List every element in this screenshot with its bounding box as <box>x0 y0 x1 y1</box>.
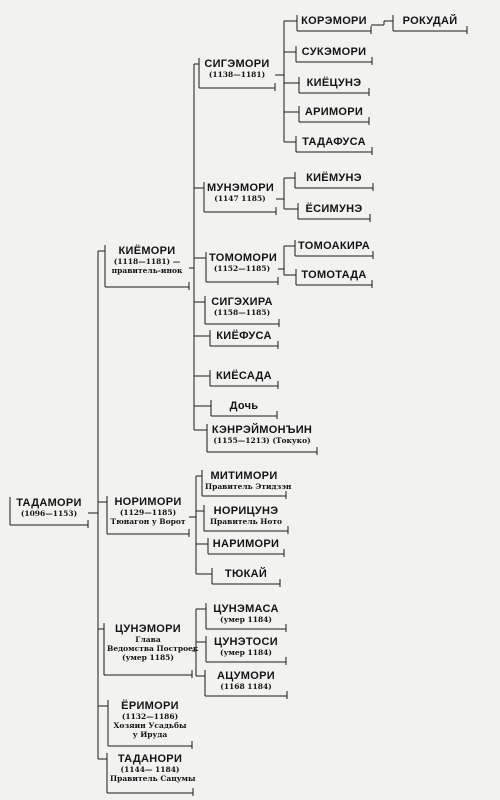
person-name: МИТИМОРИ <box>210 470 278 482</box>
person-node-tsunetoshi: ЦУНЭТОСИ(умер 1184) <box>209 636 283 657</box>
person-detail: Ведомства Построек <box>107 644 199 653</box>
person-node-kenreimonin: КЭНРЭЙМОНЪИН(1155—1213) (Токуко) <box>210 424 314 445</box>
person-detail: (умер 1185) <box>122 653 174 662</box>
person-node-tomomori: ТОМОМОРИ(1152—1185) <box>209 252 278 273</box>
person-name: ТАДАНОРИ <box>117 753 183 765</box>
person-name: ТЮКАЙ <box>224 568 268 580</box>
person-name: ЦУНЭМОРИ <box>114 623 181 635</box>
person-name: НОРИМОРИ <box>114 496 182 508</box>
person-name: СУКЭМОРИ <box>301 46 367 58</box>
person-detail: (1168 1184) <box>220 682 272 691</box>
person-detail: Хозяин Усадьбы <box>113 721 187 730</box>
person-node-kiyosada: КИЁСАДА <box>213 370 275 382</box>
person-node-doch: Дочь <box>214 400 274 412</box>
person-name: КЭНРЭЙМОНЪИН <box>211 424 313 436</box>
person-node-shigehira: СИГЭХИРА(1158—1185) <box>208 296 276 317</box>
person-name: КИЁМУНЭ <box>306 172 362 184</box>
person-detail: (1158—1185) <box>213 308 271 317</box>
person-name: ТАДАМОРИ <box>16 497 82 509</box>
person-node-tadafusa: ТАДАФУСА <box>299 136 369 148</box>
person-name: ЦУНЭМАСА <box>213 603 279 615</box>
person-node-kiyofusa: КИЁФУСА <box>213 330 275 342</box>
person-node-atsumori: АЦУМОРИ(1168 1184) <box>208 670 284 691</box>
person-node-munemori: МУНЭМОРИ(1147 1185) <box>207 182 275 203</box>
person-name: СИГЭМОРИ <box>204 58 270 70</box>
person-detail: (1118—1181) — <box>113 257 181 266</box>
person-detail: (1152—1185) <box>213 264 271 273</box>
person-name: СИГЭХИРА <box>211 296 273 308</box>
person-node-yoshimune: ЁСИМУНЭ <box>301 203 367 215</box>
person-detail: (1147 1185) <box>214 194 266 203</box>
person-name: КИЁЦУНЭ <box>306 77 362 89</box>
person-detail: (1138—1181) <box>208 70 266 79</box>
person-name: ЦУНЭТОСИ <box>214 636 278 648</box>
person-node-tomotada: ТОМОТАДА <box>299 269 369 281</box>
person-name: КИЁФУСА <box>216 330 272 342</box>
person-node-tsunemasa: ЦУНЭМАСА(умер 1184) <box>209 603 283 624</box>
person-node-tadamori: ТАДАМОРИ(1096—1153) <box>13 497 85 518</box>
person-node-shigemori: СИГЭМОРИ(1138—1181) <box>202 58 272 79</box>
person-detail: (1155—1213) (Токуко) <box>213 436 311 445</box>
person-node-tadanori: ТАДАНОРИ(1144— 1184)Правитель Сацумы <box>110 753 196 783</box>
person-name: НАРИМОРИ <box>212 538 280 550</box>
person-node-kiyomori: КИЁМОРИ(1118—1181) —правитель-инок <box>108 245 186 275</box>
person-name: ЁРИМОРИ <box>121 700 179 712</box>
person-detail: (умер 1184) <box>220 648 272 657</box>
person-name: ТОМОТАДА <box>301 269 367 281</box>
person-name: ТОМОМОРИ <box>209 252 278 264</box>
person-detail: (умер 1184) <box>220 615 272 624</box>
person-name: АЦУМОРИ <box>217 670 275 682</box>
person-detail: Тюнагон у Ворот <box>110 517 186 526</box>
person-name: КИЁСАДА <box>216 370 272 382</box>
person-name: ТАДАФУСА <box>302 136 366 148</box>
person-detail: (1144— 1184) <box>120 765 180 774</box>
person-node-tyukai: ТЮКАЙ <box>215 568 277 580</box>
person-detail: у Ируда <box>132 730 168 739</box>
person-detail: Правитель Этидзэн <box>205 482 292 491</box>
person-name: АРИМОРИ <box>304 106 364 118</box>
person-name: ТОМОАКИРА <box>298 240 371 252</box>
person-name: МУНЭМОРИ <box>207 182 275 194</box>
person-node-arimori: АРИМОРИ <box>302 106 366 118</box>
person-node-tomoakira: ТОМОАКИРА <box>298 240 370 252</box>
person-node-norimori: НОРИМОРИ(1129—1185)Тюнагон у Ворот <box>110 496 186 526</box>
person-detail: Правитель Сацумы <box>110 774 196 783</box>
person-detail: (1132—1186) <box>121 712 179 721</box>
person-node-kiyomune: КИЁМУНЭ <box>298 172 370 184</box>
person-node-kiyotsune: КИЁЦУНЭ <box>302 77 366 89</box>
person-node-sukemori: СУКЭМОРИ <box>299 46 369 58</box>
person-name: КИЁМОРИ <box>118 245 176 257</box>
person-node-koremori: КОРЭМОРИ <box>300 15 368 27</box>
person-node-rokudai: РОКУДАЙ <box>396 15 464 27</box>
person-name: НОРИЦУНЭ <box>213 505 279 517</box>
person-name: Дочь <box>229 400 259 412</box>
person-detail: Глава <box>135 635 161 644</box>
person-node-narimori: НАРИМОРИ <box>211 538 281 550</box>
person-name: КОРЭМОРИ <box>301 15 367 27</box>
person-name: РОКУДАЙ <box>402 15 458 27</box>
connector-lines <box>9 15 468 796</box>
person-detail: (1096—1153) <box>20 509 78 518</box>
person-detail: (1129—1185) <box>119 508 177 517</box>
person-detail: Правитель Ното <box>209 517 283 526</box>
person-name: ЁСИМУНЭ <box>305 203 363 215</box>
person-detail: правитель-инок <box>111 266 183 275</box>
